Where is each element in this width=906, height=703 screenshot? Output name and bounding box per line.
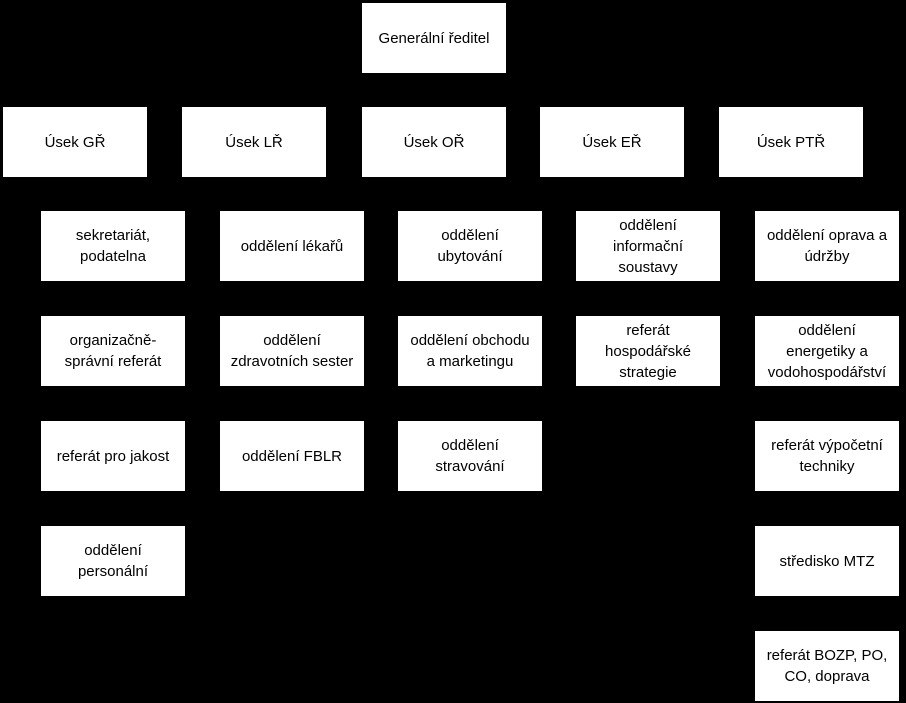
dept-box-personnel: oddělení personální	[40, 525, 186, 597]
dept-box-nurses: oddělení zdravotních sester	[219, 315, 365, 387]
root-box-general-director: Generální ředitel	[361, 2, 507, 74]
dept-box-repair-maintenance: oddělení oprava a údržby	[754, 210, 900, 282]
division-box-er: Úsek EŘ	[539, 106, 685, 178]
division-box-ptr: Úsek PTŘ	[718, 106, 864, 178]
dept-box-energy-water: oddělení energetiky a vodohospodářství	[754, 315, 900, 387]
dept-box-fblr: oddělení FBLR	[219, 420, 365, 492]
dept-box-computing: referát výpočetní techniky	[754, 420, 900, 492]
division-box-gr: Úsek GŘ	[2, 106, 148, 178]
dept-box-bozp-transport: referát BOZP, PO, CO, doprava	[754, 630, 900, 702]
division-box-lr: Úsek LŘ	[181, 106, 327, 178]
dept-box-doctors: oddělení lékařů	[219, 210, 365, 282]
dept-box-economic-strategy: referát hospodářské strategie	[575, 315, 721, 387]
dept-box-organizational-referat: organizačně- správní referát	[40, 315, 186, 387]
dept-box-catering: oddělení stravování	[397, 420, 543, 492]
dept-box-accommodation: oddělení ubytování	[397, 210, 543, 282]
dept-box-secretariat: sekretariát, podatelna	[40, 210, 186, 282]
dept-box-trade-marketing: oddělení obchodu a marketingu	[397, 315, 543, 387]
dept-box-information-system: oddělení informační soustavy	[575, 210, 721, 282]
dept-box-mtz-center: středisko MTZ	[754, 525, 900, 597]
division-box-or: Úsek OŘ	[361, 106, 507, 178]
dept-box-quality-referat: referát pro jakost	[40, 420, 186, 492]
